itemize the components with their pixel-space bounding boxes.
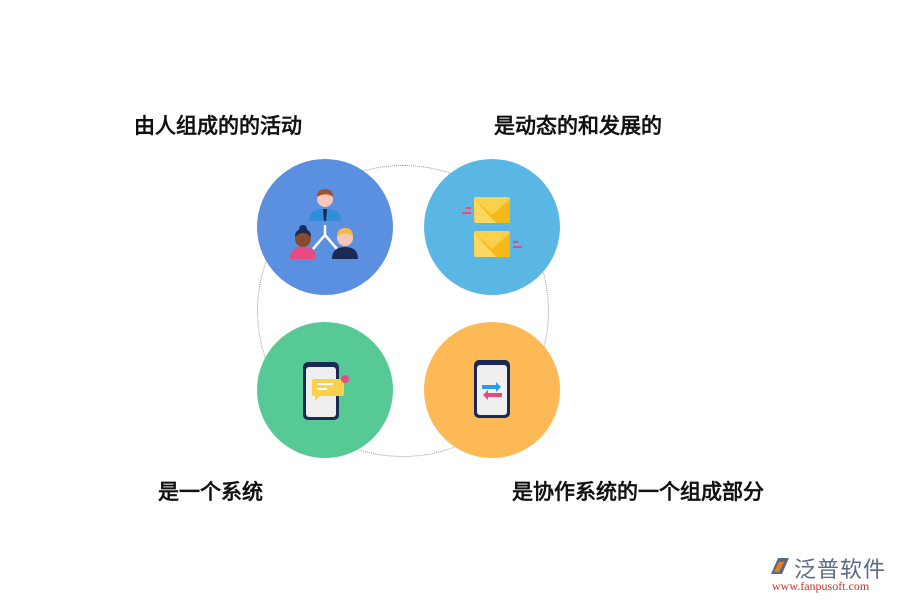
- envelopes-icon: [462, 197, 522, 257]
- dotted-connector-ring: [257, 165, 549, 457]
- circle-phone-exchange: [424, 322, 560, 458]
- logo-url: www.fanpusoft.com: [772, 579, 870, 593]
- circle-people: [257, 159, 393, 295]
- phone-exchange-icon: [474, 360, 510, 418]
- label-dynamic-developing: 是动态的和发展的: [494, 114, 662, 138]
- phone-notification-icon: [303, 362, 349, 420]
- fanpusoft-logo-icon: [771, 558, 789, 574]
- fanpusoft-logo: 泛普软件 www.fanpusoft.com: [768, 552, 896, 596]
- circle-envelopes: [424, 159, 560, 295]
- label-part-of-cooperative-system: 是协作系统的一个组成部分: [512, 480, 764, 504]
- people-hierarchy-icon: [290, 189, 358, 259]
- circle-phone-notification: [257, 322, 393, 458]
- label-is-a-system: 是一个系统: [158, 480, 263, 504]
- label-human-activity: 由人组成的的活动: [134, 114, 302, 138]
- logo-name: 泛普软件: [794, 558, 887, 583]
